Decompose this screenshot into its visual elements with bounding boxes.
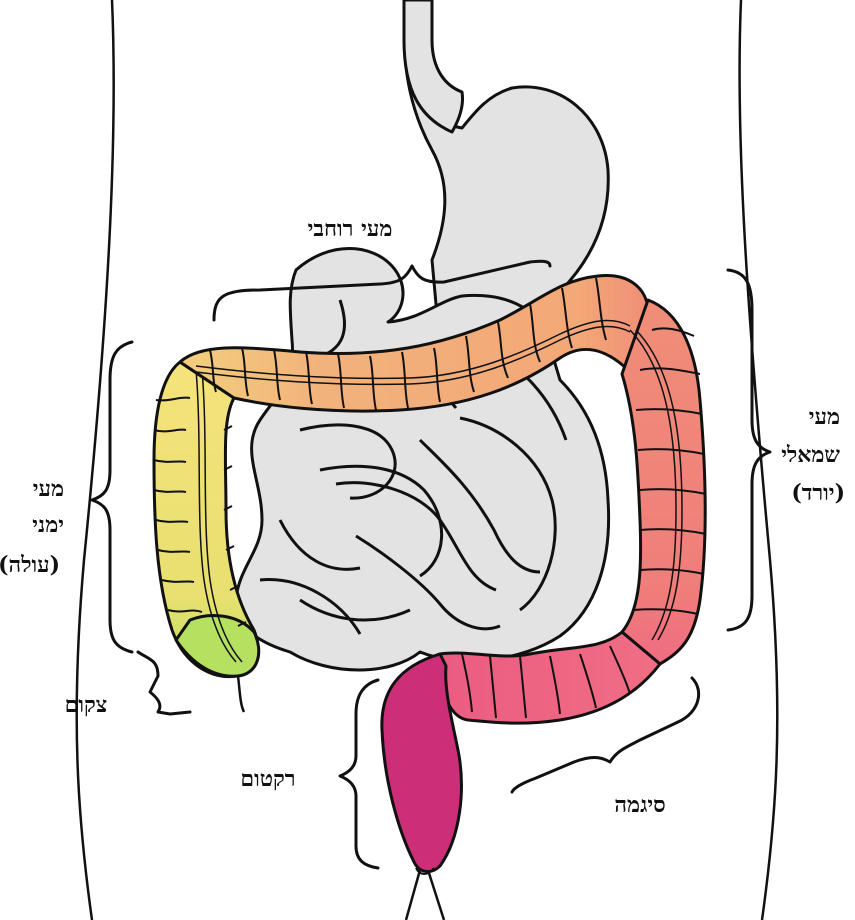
ascending-label-line1: מעי (33, 476, 64, 502)
transverse-label: מעי רוחבי (308, 216, 393, 242)
descending-colon (622, 300, 706, 664)
descending-label-line1: מעי (809, 404, 840, 430)
cecum-label: צקום (65, 692, 108, 718)
descending-label-line3: (יורד) (791, 480, 845, 506)
ascending-colon (154, 362, 259, 712)
ascending-label-line3: (עולה) (0, 552, 60, 578)
sigmoid-label: סיגמה (614, 792, 665, 818)
descending-label-line2: שמאלי (781, 442, 840, 468)
rectum-label: רקטום (240, 766, 295, 792)
ascending-label-line2: ימני (32, 512, 64, 538)
